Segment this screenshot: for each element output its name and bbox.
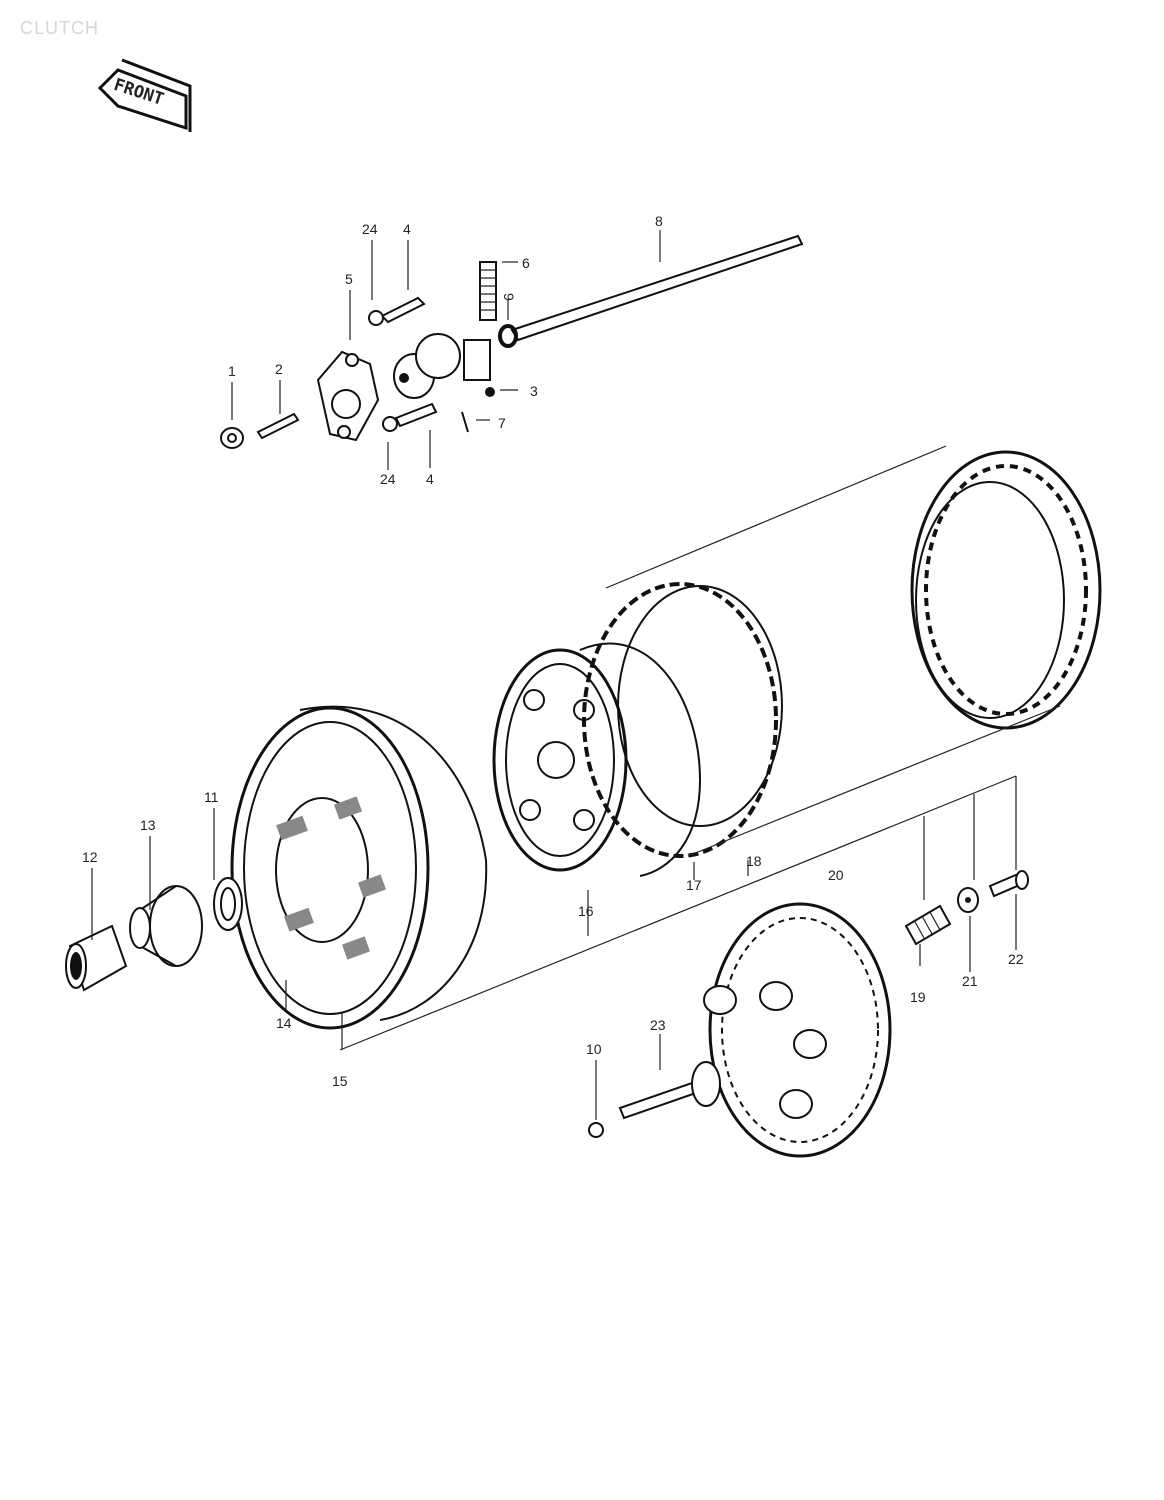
callout-9: 9 — [501, 293, 517, 301]
washer-small — [485, 387, 495, 397]
callout-7: 7 — [498, 415, 506, 431]
callout-2: 2 — [275, 361, 283, 377]
release-lever — [393, 333, 491, 399]
callout-16: 16 — [578, 903, 594, 919]
plate-stack-guides — [605, 445, 1061, 857]
bolt-lower — [382, 402, 438, 432]
spacer-washer-11 — [213, 877, 243, 931]
adjust-screw — [256, 412, 300, 440]
front-tag-label: FRONT — [111, 75, 166, 110]
pressure-plate — [703, 902, 892, 1158]
return-spring — [479, 261, 497, 321]
needle-bearing-13 — [129, 885, 203, 967]
callout-21: 21 — [962, 973, 978, 989]
callout-24-upper: 24 — [362, 221, 378, 237]
clutch-spring-19 — [904, 904, 952, 946]
callout-12: 12 — [82, 849, 98, 865]
front-arrow-tag: FRONT — [97, 58, 192, 132]
clutch-hub — [492, 642, 702, 877]
callout-19: 19 — [910, 989, 926, 1005]
cotter-pin — [461, 411, 469, 433]
callout-17: 17 — [686, 877, 702, 893]
callout-4-upper: 4 — [403, 221, 411, 237]
callout-3: 3 — [530, 383, 538, 399]
callout-11: 11 — [204, 789, 219, 805]
sleeve-12 — [65, 924, 128, 992]
washer-21 — [957, 887, 979, 913]
callout-15: 15 — [332, 1073, 348, 1089]
callout-labels: 1 2 3 4 4 5 6 7 8 9 10 11 13 12 14 15 16… — [82, 213, 1024, 1089]
callout-10: 10 — [586, 1041, 602, 1057]
friction-plate-17 — [582, 582, 783, 858]
leader-lines — [91, 230, 1017, 1120]
callout-6: 6 — [522, 255, 530, 271]
steel-plate-18 — [910, 450, 1102, 730]
release-cover — [316, 350, 380, 442]
callout-4-lower: 4 — [426, 471, 434, 487]
o-ring — [498, 324, 518, 348]
bolt-upper — [368, 296, 426, 326]
nut — [220, 427, 244, 449]
callout-20: 20 — [828, 867, 844, 883]
callout-8: 8 — [655, 213, 663, 229]
callout-13: 13 — [140, 817, 156, 833]
section-title: CLUTCH — [20, 18, 100, 38]
callout-1: 1 — [228, 363, 236, 379]
callout-24-lower: 24 — [380, 471, 396, 487]
lifter-rod-23 — [618, 1061, 721, 1120]
callout-14: 14 — [276, 1015, 292, 1031]
bolt-22 — [988, 870, 1029, 898]
callout-23: 23 — [650, 1017, 666, 1033]
clutch-housing-gear — [230, 705, 488, 1030]
callout-18: 18 — [746, 853, 762, 869]
push-rod — [510, 234, 804, 342]
steel-ball-10 — [588, 1122, 604, 1138]
callout-5: 5 — [345, 271, 353, 287]
callout-22: 22 — [1008, 951, 1024, 967]
